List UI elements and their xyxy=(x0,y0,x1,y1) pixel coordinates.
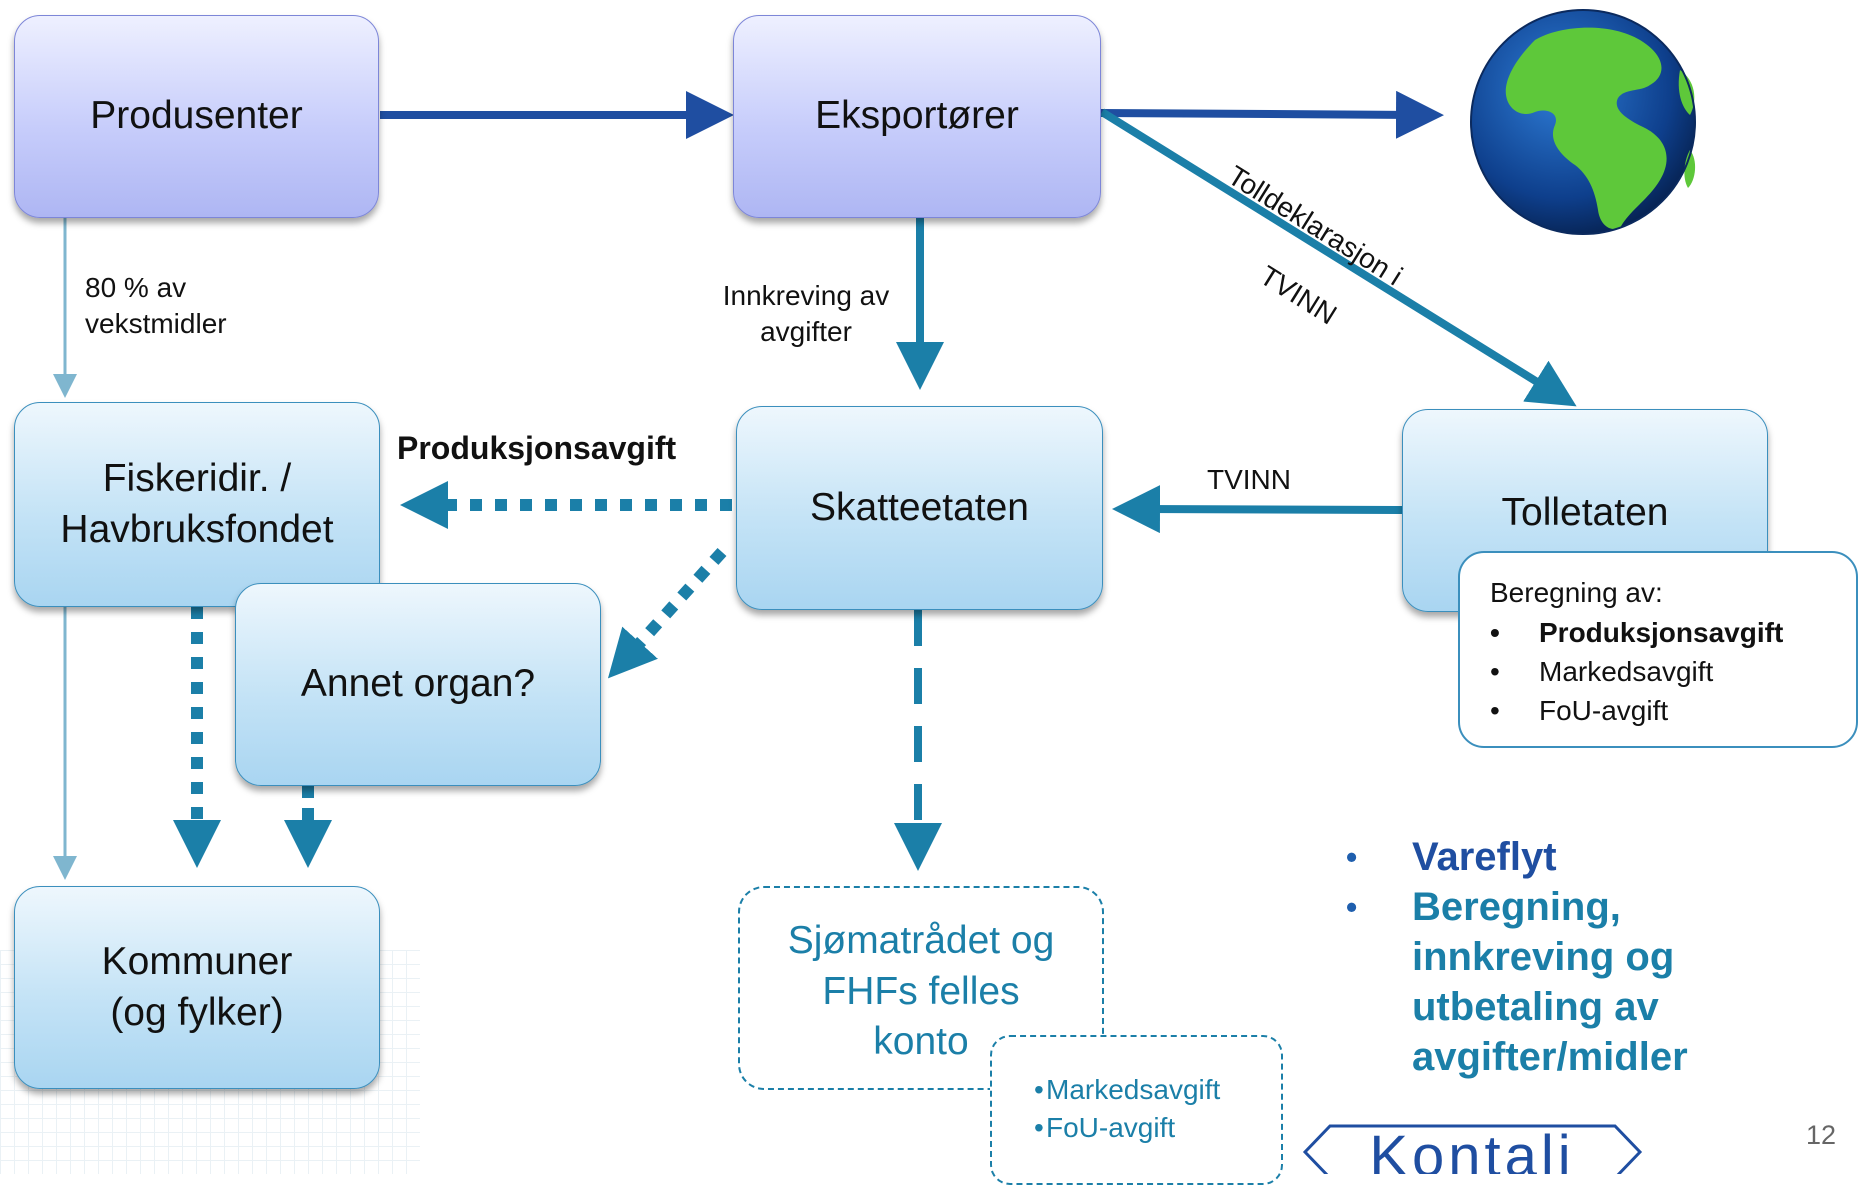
legend-item-beregning: Beregning, innkreving og utbetaling av a… xyxy=(1346,882,1766,1082)
node-annet-organ-label: Annet organ? xyxy=(300,662,536,706)
legend-item-vareflyt: Vareflyt xyxy=(1346,832,1766,882)
node-sjomatradet-label-2: FHFs felles xyxy=(822,969,1020,1013)
node-sjomatradet-label-1: Sjømatrådet og xyxy=(787,919,1055,962)
label-vekstmidler: 80 % av vekstmidler xyxy=(85,270,227,343)
node-produsenter-label: Produsenter xyxy=(90,94,303,138)
globe-icon xyxy=(1470,9,1696,235)
label-vekstmidler-1: 80 % av xyxy=(85,272,187,303)
node-annet-organ: Annet organ? xyxy=(235,583,601,786)
arrow-tolletaten-skatteetaten xyxy=(1112,485,1404,534)
label-vekstmidler-2: vekstmidler xyxy=(85,308,227,340)
beregning-item: Produksjonsavgift xyxy=(1490,613,1856,652)
node-sjomatradet-label-3: konto xyxy=(873,1020,969,1064)
legend-item-beregning-3: utbetaling av xyxy=(1412,985,1659,1029)
label-tvinn: TVINN xyxy=(1207,464,1291,495)
node-fiskeridir-label-2: Havbruksfondet xyxy=(60,507,334,551)
account-item: FoU-avgift xyxy=(1034,1109,1281,1147)
node-skatteetaten: Skatteetaten xyxy=(736,406,1103,610)
node-fiskeridir-label-1: Fiskeridir. / xyxy=(102,456,292,500)
label-innkreving-2: avgifter xyxy=(760,316,852,348)
label-produksjonsavgift: Produksjonsavgift xyxy=(397,430,677,466)
node-kommuner-label-2: (og fylker) xyxy=(110,990,284,1034)
node-skatteetaten-label: Skatteetaten xyxy=(810,485,1029,529)
legend-item-beregning-4: avgifter/midler xyxy=(1412,1035,1688,1079)
label-innkreving: Innkreving av avgifter xyxy=(710,278,902,351)
beregning-box: Beregning av: Produksjonsavgift Markedsa… xyxy=(1458,551,1858,748)
arrow-eksportorer-tolletaten xyxy=(1099,108,1577,407)
account-details-box: Markedsavgift FoU-avgift xyxy=(990,1035,1283,1185)
logo-text: Kontali xyxy=(1369,1124,1574,1174)
legend-item-beregning-1: Beregning, xyxy=(1412,885,1621,929)
node-eksportorer: Eksportører xyxy=(733,15,1101,218)
node-eksportorer-label: Eksportører xyxy=(815,94,1019,138)
node-fiskeridir: Fiskeridir. / Havbruksfondet xyxy=(14,402,380,607)
legend-item-beregning-2: innkreving og xyxy=(1412,935,1675,979)
beregning-title: Beregning av: xyxy=(1490,577,1663,608)
node-produsenter: Produsenter xyxy=(14,15,379,218)
beregning-item: FoU-avgift xyxy=(1490,691,1856,730)
node-kommuner-label-1: Kommuner xyxy=(101,939,293,983)
page-number: 12 xyxy=(1806,1120,1837,1150)
label-innkreving-1: Innkreving av xyxy=(722,280,890,311)
legend: Vareflyt Beregning, innkreving og utbeta… xyxy=(1346,832,1766,1082)
arrow-eksportorer-world xyxy=(1099,90,1444,139)
arrow-skatteetaten-annet xyxy=(607,547,727,679)
node-tolletaten-label: Tolletaten xyxy=(1501,491,1669,534)
beregning-item: Markedsavgift xyxy=(1490,652,1856,691)
node-kommuner: Kommuner (og fylker) xyxy=(14,886,380,1089)
kontali-logo: Kontali xyxy=(1302,1124,1643,1174)
account-item: Markedsavgift xyxy=(1034,1071,1281,1109)
